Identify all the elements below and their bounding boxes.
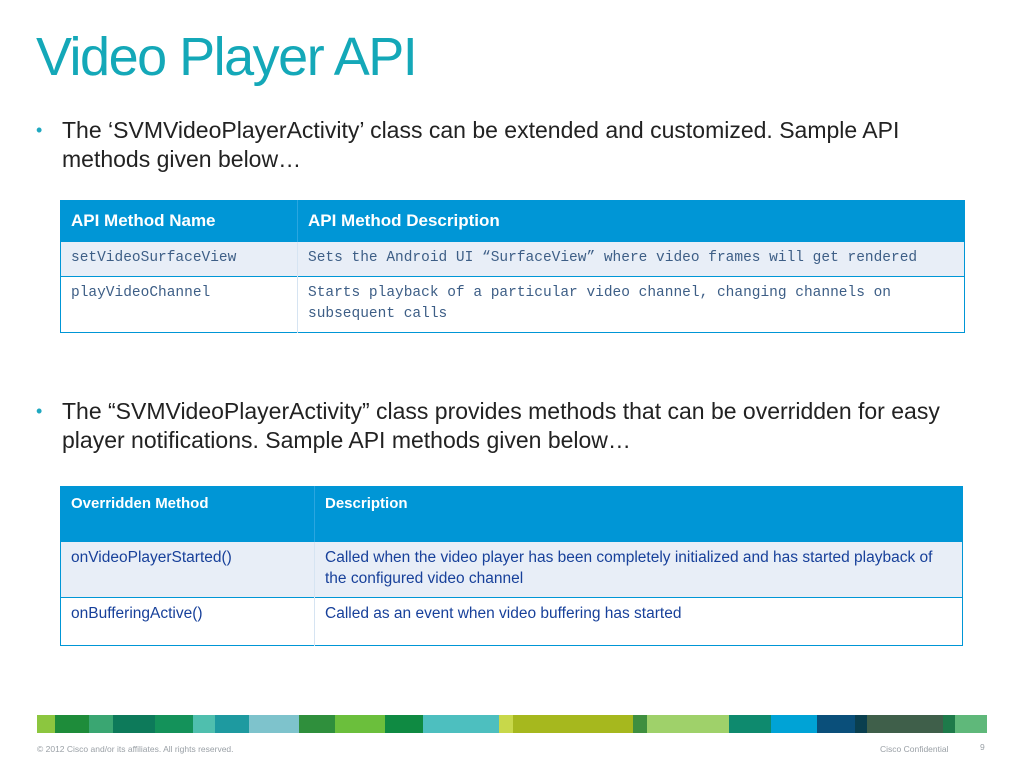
color-strip-segment: [647, 715, 729, 733]
color-strip-segment: [729, 715, 771, 733]
bullet-text-2: The “SVMVideoPlayerActivity” class provi…: [62, 398, 940, 453]
table-header-row: API Method Name API Method Description: [60, 200, 965, 242]
table-row: onBufferingActive() Called as an event w…: [60, 597, 963, 646]
description-cell: Called when the video player has been co…: [314, 541, 963, 598]
color-strip-segment: [299, 715, 335, 733]
column-header-method-name: API Method Name: [60, 200, 298, 242]
method-name-cell: playVideoChannel: [60, 276, 298, 333]
method-description-cell: Sets the Android UI “SurfaceView” where …: [297, 241, 965, 277]
color-strip-segment: [193, 715, 215, 733]
bullet-marker: •: [36, 401, 43, 421]
color-strip-segment: [955, 715, 987, 733]
color-strip-segment: [113, 715, 155, 733]
color-strip-segment: [513, 715, 633, 733]
method-name-cell: setVideoSurfaceView: [60, 241, 298, 277]
slide-title: Video Player API: [36, 27, 418, 87]
table-row: onVideoPlayerStarted() Called when the v…: [60, 541, 963, 598]
color-strip-segment: [943, 715, 955, 733]
color-strip-segment: [633, 715, 647, 733]
overridden-method-cell: onBufferingActive(): [60, 597, 315, 646]
color-strip-segment: [249, 715, 299, 733]
color-strip-segment: [855, 715, 867, 733]
overridden-method-cell: onVideoPlayerStarted(): [60, 541, 315, 598]
bullet-marker: •: [36, 120, 43, 140]
table-row: playVideoChannel Starts playback of a pa…: [60, 276, 965, 333]
api-methods-table: API Method Name API Method Description s…: [60, 200, 965, 333]
color-strip-segment: [423, 715, 499, 733]
overridden-methods-table: Overridden Method Description onVideoPla…: [60, 486, 963, 646]
description-cell: Called as an event when video buffering …: [314, 597, 963, 646]
table-header-row: Overridden Method Description: [60, 486, 963, 542]
bullet-item-1: • The ‘SVMVideoPlayerActivity’ class can…: [36, 116, 962, 174]
color-strip-segment: [499, 715, 513, 733]
color-strip-segment: [89, 715, 113, 733]
table-row: setVideoSurfaceView Sets the Android UI …: [60, 241, 965, 277]
column-header-description: Description: [314, 486, 963, 542]
copyright-text: © 2012 Cisco and/or its affiliates. All …: [37, 744, 234, 754]
bullet-text-1: The ‘SVMVideoPlayerActivity’ class can b…: [62, 117, 900, 172]
confidential-label: Cisco Confidential: [880, 744, 949, 754]
decorative-color-strip: [37, 715, 987, 733]
color-strip-segment: [55, 715, 89, 733]
color-strip-segment: [215, 715, 249, 733]
method-description-cell: Starts playback of a particular video ch…: [297, 276, 965, 333]
color-strip-segment: [155, 715, 193, 733]
column-header-overridden-method: Overridden Method: [60, 486, 315, 542]
color-strip-segment: [867, 715, 943, 733]
color-strip-segment: [817, 715, 855, 733]
color-strip-segment: [385, 715, 423, 733]
color-strip-segment: [335, 715, 385, 733]
page-number: 9: [980, 742, 985, 752]
column-header-method-description: API Method Description: [297, 200, 965, 242]
bullet-item-2: • The “SVMVideoPlayerActivity” class pro…: [36, 397, 962, 455]
color-strip-segment: [37, 715, 55, 733]
color-strip-segment: [771, 715, 817, 733]
